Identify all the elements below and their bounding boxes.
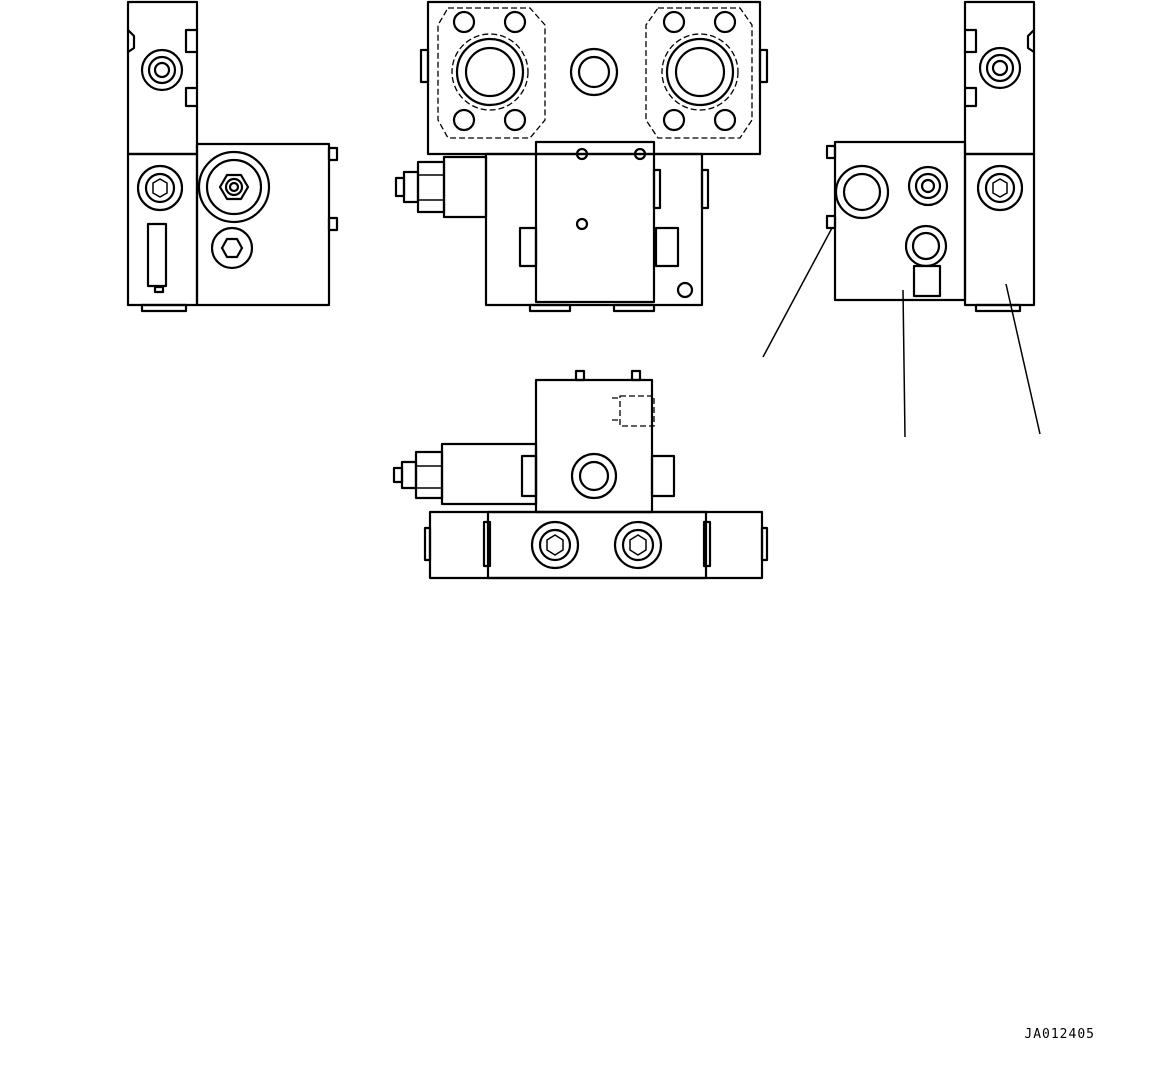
front-view [394, 0, 769, 313]
drawing-code-label: JA012405 [1024, 1027, 1095, 1042]
left-side-view [126, 0, 339, 313]
leader-lines [762, 227, 1041, 438]
top-view [392, 369, 769, 580]
leader-line-2 [902, 289, 906, 438]
right-side-view [825, 0, 1036, 313]
leader-line-1 [762, 227, 833, 358]
leader-line-3 [1005, 283, 1041, 435]
